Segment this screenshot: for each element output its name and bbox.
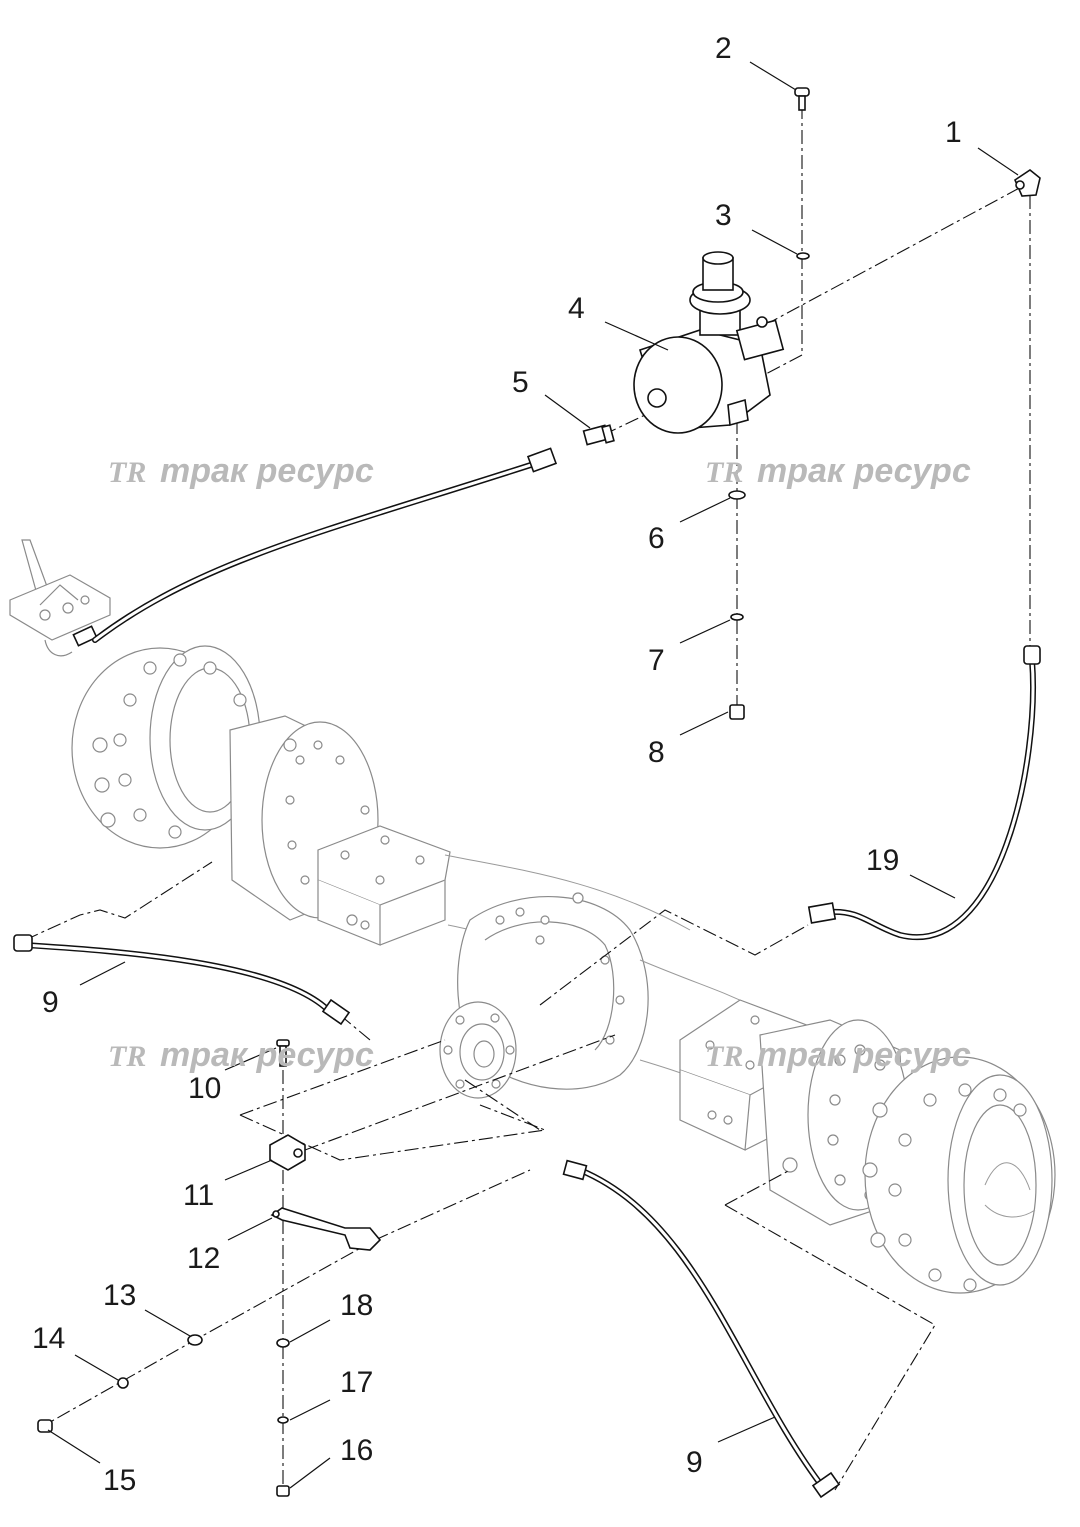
callout-19: 19 xyxy=(866,844,899,877)
callout-3: 3 xyxy=(715,199,732,232)
watermark-4: TR трак ресурс xyxy=(705,1036,971,1074)
callout-2: 2 xyxy=(715,32,732,65)
svg-text:трак ресурс: трак ресурс xyxy=(160,1036,374,1074)
fitting-1 xyxy=(1013,169,1041,197)
callout-17: 17 xyxy=(340,1366,373,1399)
bolt-15 xyxy=(37,1419,53,1433)
svg-text:TR: TR xyxy=(108,456,146,489)
callout-12: 12 xyxy=(187,1242,220,1275)
callout-15: 15 xyxy=(103,1464,136,1497)
watermark-3: TR трак ресурс xyxy=(108,1036,374,1074)
callout-9-right: 9 xyxy=(686,1446,703,1479)
callout-13: 13 xyxy=(103,1279,136,1312)
callout-5: 5 xyxy=(512,366,529,399)
watermark-1: TR трак ресурс xyxy=(108,452,374,490)
bolt-10 xyxy=(276,1039,290,1067)
washer-14 xyxy=(117,1377,129,1389)
brake-valve-4 xyxy=(633,251,785,434)
washer-6 xyxy=(728,490,746,500)
svg-text:трак ресурс: трак ресурс xyxy=(160,452,374,490)
svg-text:трак ресурс: трак ресурс xyxy=(757,452,971,490)
axle-housing xyxy=(71,645,1056,1294)
callout-7: 7 xyxy=(648,644,665,677)
washer-17 xyxy=(277,1416,289,1424)
hose-9-right xyxy=(562,1159,841,1499)
callout-10: 10 xyxy=(188,1072,221,1105)
leader-lines xyxy=(47,61,1019,1489)
washer-18 xyxy=(276,1338,290,1348)
bracket-12 xyxy=(270,1207,382,1251)
brake-pedal-valve xyxy=(9,539,111,657)
callout-18: 18 xyxy=(340,1289,373,1322)
callout-8: 8 xyxy=(648,736,665,769)
fitting-5 xyxy=(582,424,615,446)
svg-text:TR: TR xyxy=(705,456,743,489)
callout-4: 4 xyxy=(568,292,585,325)
callout-1: 1 xyxy=(945,116,962,149)
hose-19 xyxy=(807,645,1041,941)
washer-7 xyxy=(730,613,744,621)
bolt-2 xyxy=(794,87,810,111)
washer-13 xyxy=(187,1334,203,1346)
nut-16 xyxy=(276,1485,290,1497)
callout-6: 6 xyxy=(648,522,665,555)
tee-block-11 xyxy=(269,1134,306,1171)
watermark-2: TR трак ресурс xyxy=(705,452,971,490)
hose-from-pedal-to-valve xyxy=(92,447,558,643)
callout-14: 14 xyxy=(32,1322,65,1355)
svg-text:TR: TR xyxy=(705,1040,743,1073)
hose-9-left xyxy=(13,934,351,1026)
svg-text:TR: TR xyxy=(108,1040,146,1073)
washer-3 xyxy=(796,252,810,260)
callout-16: 16 xyxy=(340,1434,373,1467)
callout-11: 11 xyxy=(183,1179,214,1212)
callout-9-left: 9 xyxy=(42,986,59,1019)
nut-8 xyxy=(729,704,745,720)
svg-text:трак ресурс: трак ресурс xyxy=(757,1036,971,1074)
callout-labels: 1 2 3 4 5 6 7 8 9 10 11 12 13 14 15 16 1… xyxy=(32,32,962,1497)
